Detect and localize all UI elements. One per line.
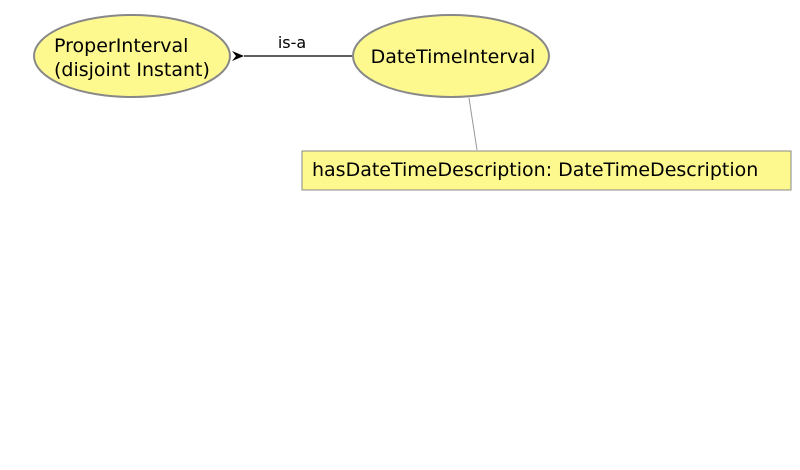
node-proper-interval[interactable]: ProperInterval (disjoint Instant) — [33, 14, 231, 98]
is-a-label: is-a — [278, 33, 306, 52]
is-a-edge: is-a — [232, 33, 352, 61]
proper-interval-label: ProperInterval — [54, 35, 188, 57]
date-time-interval-ellipse — [352, 14, 550, 98]
property-box-rect — [301, 150, 792, 191]
date-time-interval-label: DateTimeInterval — [371, 46, 536, 68]
proper-interval-sublabel: (disjoint Instant) — [54, 59, 210, 81]
node-date-time-interval[interactable]: DateTimeInterval — [352, 14, 550, 98]
property-box[interactable]: hasDateTimeDescription: DateTimeDescript… — [301, 150, 792, 191]
proper-interval-ellipse — [33, 14, 231, 98]
property-connector — [468, 97, 478, 151]
property-box-text: hasDateTimeDescription: DateTimeDescript… — [312, 159, 758, 181]
